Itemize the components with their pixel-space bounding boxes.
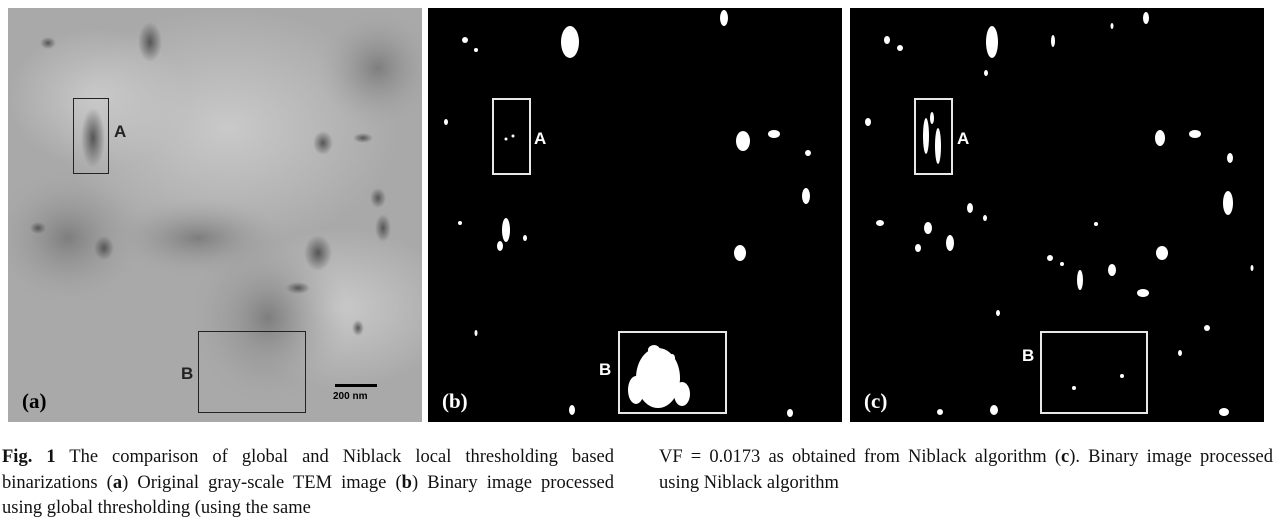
binary-niblack-image: [850, 8, 1264, 422]
binary-global-image: [428, 8, 842, 422]
roi-a-label: A: [957, 129, 970, 148]
panel-c-label: (c): [864, 389, 888, 413]
scale-bar-label: 200 nm: [333, 391, 368, 402]
caption-text-5: ). Binary image processed using Niblack …: [659, 447, 1273, 493]
roi-b-box: [618, 331, 727, 414]
roi-b-label: B: [599, 360, 612, 379]
roi-a-label: A: [114, 122, 127, 141]
figure-caption-left: Fig. 1 The comparison of global and Nibl…: [2, 445, 614, 522]
roi-b-box: [198, 331, 306, 413]
caption-text-1: The comparison of global and Niblack loc…: [2, 447, 614, 493]
caption-ref-a: a: [112, 472, 123, 493]
roi-a-label: A: [534, 129, 547, 148]
panel-b-binary-global: A B (b): [428, 8, 842, 422]
roi-b-label: B: [1022, 346, 1035, 365]
figure-caption-right: VF = 0.0173 as obtained from Niblack alg…: [659, 445, 1273, 496]
tem-grayscale-image: [8, 8, 422, 422]
caption-text-2: ) Original gray-scale TEM image (: [122, 472, 402, 493]
scale-bar: [335, 384, 377, 387]
caption-ref-c: c: [1061, 447, 1070, 467]
figure-label: Fig. 1: [2, 447, 56, 467]
roi-a-box: [492, 98, 531, 175]
caption-ref-b: b: [401, 472, 412, 493]
panel-b-label: (b): [442, 389, 468, 413]
roi-b-box: [1040, 331, 1148, 414]
panel-a-tem-image: A B 200 nm (a): [8, 8, 422, 422]
roi-a-box: [73, 98, 109, 174]
caption-text-4: VF = 0.0173 as obtained from Niblack alg…: [659, 447, 1061, 467]
panel-c-binary-niblack: A B (c): [850, 8, 1264, 422]
caption-text-3: ) Binary image processed using global th…: [2, 472, 614, 519]
roi-b-label: B: [181, 364, 194, 383]
panel-a-label: (a): [22, 389, 47, 413]
roi-a-box: [914, 98, 953, 175]
